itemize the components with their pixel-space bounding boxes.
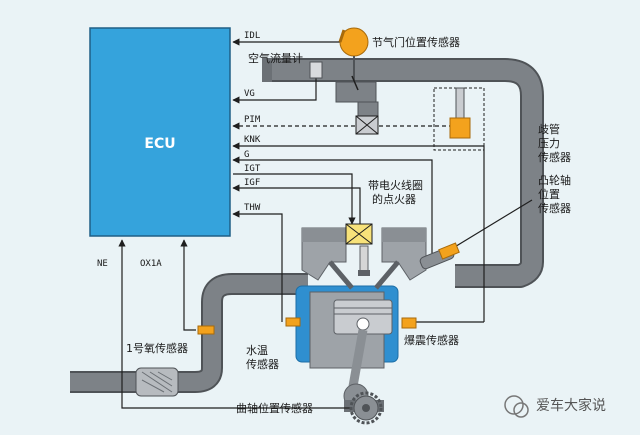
throttle-valve [351, 75, 379, 135]
signal-knk: KNK [244, 135, 261, 145]
label-map-sensor-2: 压力 [538, 137, 560, 150]
label-map-sensor-3: 传感器 [538, 151, 571, 164]
ecu-box: ECU [89, 27, 231, 237]
signal-thw: THW [244, 203, 261, 213]
label-coolant-sensor-1: 水温 [246, 344, 268, 357]
label-igniter-1: 带电火线圈 [368, 178, 423, 192]
signal-g: G [244, 150, 249, 160]
label-coolant-sensor-2: 传感器 [246, 358, 279, 371]
knock-sensor [401, 317, 417, 329]
label-cam-sensor-1: 凸轮轴 [538, 173, 571, 187]
coolant-temp-sensor [285, 317, 301, 327]
igniter-coil [345, 223, 373, 245]
signal-pim: PIM [244, 115, 261, 125]
label-cam-sensor-3: 传感器 [538, 202, 571, 215]
label-o2-sensor: 1号氧传感器 [126, 341, 188, 355]
map-sensor [433, 87, 485, 151]
signal-igf: IGF [244, 178, 260, 188]
label-igniter-2: 的点火器 [372, 192, 416, 206]
wechat-icon [504, 395, 524, 415]
throttle-position-sensor [338, 27, 369, 82]
signal-igt: IGT [244, 164, 261, 174]
crank-position-sensor [349, 391, 383, 425]
label-throttle-sensor: 节气门位置传感器 [372, 35, 460, 49]
signal-vg: VG [244, 89, 255, 99]
label-knock-sensor: 爆震传感器 [404, 333, 459, 347]
signal-idl: IDL [244, 31, 260, 41]
signal-ne: NE [97, 259, 108, 269]
cam-position-sensor [419, 242, 460, 270]
o2-sensor [197, 325, 215, 335]
air-flow-meter [309, 61, 323, 79]
signal-ox1a: OX1A [140, 259, 162, 269]
label-cam-sensor-2: 位置 [538, 187, 560, 201]
ecu-label: ECU [144, 136, 175, 152]
exhaust-pipe [70, 273, 308, 397]
watermark: 爱车大家说 [504, 395, 606, 418]
label-map-sensor-1: 歧管 [538, 122, 560, 136]
label-crank-sensor: 曲轴位置传感器 [236, 401, 313, 415]
engine-block [295, 227, 427, 412]
watermark-text: 爱车大家说 [536, 397, 606, 414]
label-air-flow-meter: 空气流量计 [248, 51, 303, 65]
